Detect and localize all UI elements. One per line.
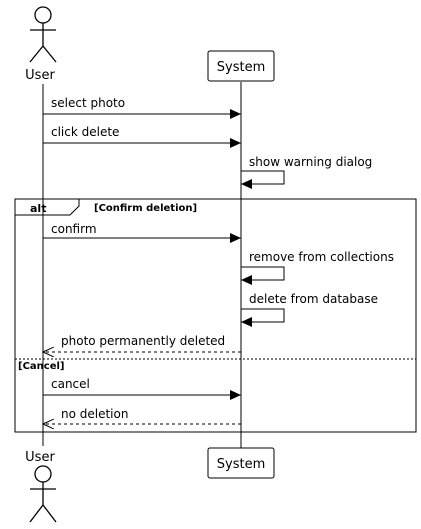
message-m7: photo permanently deleted xyxy=(43,334,241,352)
user-actor-top: User xyxy=(25,6,57,83)
stick-figure-icon xyxy=(29,465,57,523)
message-label: select photo xyxy=(51,96,125,110)
message-m8: cancel xyxy=(43,377,241,400)
alt-fragment: alt [Confirm deletion] [Cancel] xyxy=(14,198,417,433)
stick-figure-icon xyxy=(29,6,57,63)
message-m6: delete from database xyxy=(241,292,378,327)
message-label: no deletion xyxy=(61,407,128,421)
message-label: cancel xyxy=(51,377,90,391)
fragment-guard-confirm: [Confirm deletion] xyxy=(94,203,197,214)
message-label: remove from collections xyxy=(249,250,394,264)
message-m2: click delete xyxy=(43,125,241,148)
message-label: confirm xyxy=(51,222,97,236)
fragment-guard-cancel: [Cancel] xyxy=(18,361,64,372)
message-label: delete from database xyxy=(249,292,378,306)
system-participant-bottom: System xyxy=(207,447,275,479)
message-label: photo permanently deleted xyxy=(61,334,225,348)
message-label: show warning dialog xyxy=(249,155,372,169)
message-m5: remove from collections xyxy=(241,250,394,285)
system-label-bottom: System xyxy=(217,457,265,472)
user-label-bottom: User xyxy=(25,450,55,465)
message-label: click delete xyxy=(51,125,119,139)
message-m4: confirm xyxy=(43,222,241,243)
system-participant-top: System xyxy=(207,50,275,82)
message-m9: no deletion xyxy=(43,407,241,424)
user-label-top: User xyxy=(25,68,55,83)
user-actor-bottom: User xyxy=(25,450,57,523)
system-label-top: System xyxy=(217,60,265,75)
fragment-keyword: alt xyxy=(30,202,46,215)
message-m1: select photo xyxy=(43,96,241,119)
message-m3: show warning dialog xyxy=(241,155,372,189)
